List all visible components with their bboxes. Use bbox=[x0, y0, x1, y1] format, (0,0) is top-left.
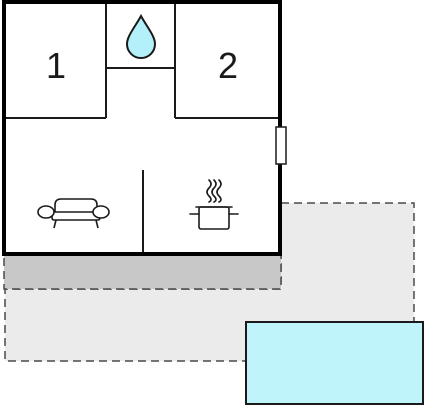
swimming-pool bbox=[245, 321, 424, 405]
room-label-1: 1 bbox=[46, 45, 66, 86]
water-drop-icon bbox=[125, 13, 157, 59]
sofa-icon bbox=[37, 198, 110, 229]
door-icon bbox=[275, 126, 287, 165]
room-label-2: 2 bbox=[218, 45, 238, 86]
veranda-strip bbox=[3, 254, 282, 290]
interior-walls bbox=[4, 2, 280, 253]
cooking-pot-icon bbox=[189, 179, 239, 230]
